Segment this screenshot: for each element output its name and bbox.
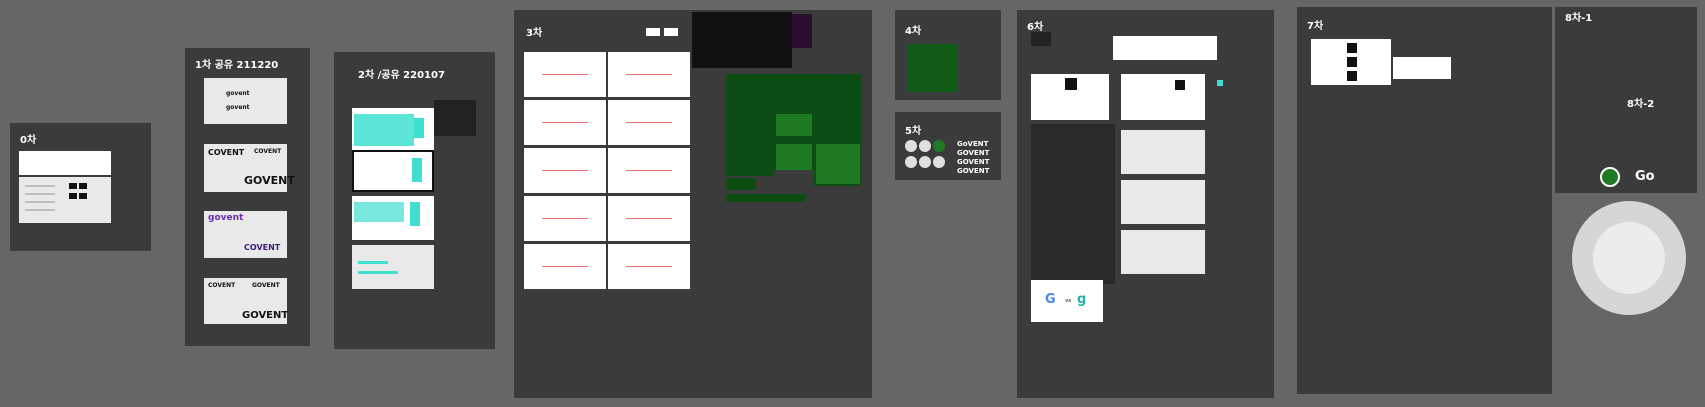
artboard[interactable] xyxy=(1121,180,1205,224)
flow-node[interactable] xyxy=(816,144,860,184)
code-panel[interactable] xyxy=(792,14,812,48)
frame-4[interactable]: 4차 xyxy=(895,10,1001,100)
notes-panel[interactable] xyxy=(434,100,476,136)
logo-text: GOVENT xyxy=(252,282,280,289)
logo-text: govent xyxy=(226,90,250,97)
artboard[interactable] xyxy=(352,196,434,240)
artboard[interactable] xyxy=(352,108,434,150)
frame-title: 7차 xyxy=(1307,21,1324,32)
logo-text: COVENT xyxy=(254,148,282,155)
g-circle-icon xyxy=(919,156,931,168)
icon-sheet[interactable] xyxy=(907,44,957,92)
artboard[interactable] xyxy=(19,177,111,223)
frame-7[interactable]: 7차 xyxy=(1297,7,1552,394)
frame-title: 3차 xyxy=(526,28,543,39)
logo-text: GOVENT xyxy=(957,149,990,157)
note[interactable] xyxy=(646,28,660,36)
artboard[interactable]: COVENT GOVENT GOVENT xyxy=(204,278,289,324)
g-circle-icon xyxy=(919,140,931,152)
g-circle-icon xyxy=(905,140,917,152)
artboard[interactable] xyxy=(1121,74,1205,120)
artboard[interactable] xyxy=(1031,74,1109,120)
frame-title: 4차 xyxy=(905,26,922,37)
green-circle-icon xyxy=(1600,167,1620,187)
frame-8[interactable]: 8차-1 8차-2 Go xyxy=(1555,7,1697,193)
frame-title: 8차-1 xyxy=(1565,13,1593,24)
artboard[interactable] xyxy=(1121,130,1205,174)
flow-node[interactable] xyxy=(776,114,812,136)
logo-text: govent xyxy=(208,213,244,223)
g-circle-icon xyxy=(933,140,945,152)
artboard[interactable] xyxy=(19,151,111,175)
frame-title: 1차 공유 211220 xyxy=(195,60,279,71)
artboard[interactable] xyxy=(352,245,434,289)
logo-text: COVENT xyxy=(244,243,281,252)
logo-text: COVENT xyxy=(208,282,236,289)
logo-text: GOVENT xyxy=(244,174,295,187)
google-g-icon: G xyxy=(1045,292,1056,307)
artboard[interactable] xyxy=(1311,39,1391,85)
g-circle-icon xyxy=(933,156,945,168)
ring-inner xyxy=(1593,222,1665,294)
artboard[interactable]: G vs g xyxy=(1031,280,1103,322)
logo-text: GoVENT xyxy=(957,140,989,148)
frame-0[interactable]: 0차 xyxy=(10,123,151,251)
artboard[interactable]: COVENT COVENT GOVENT xyxy=(204,144,295,192)
frame-6[interactable]: 6차 G vs g xyxy=(1017,10,1274,398)
frame-title: 5차 xyxy=(905,126,922,137)
code-panel[interactable] xyxy=(692,12,792,68)
flow-node[interactable] xyxy=(776,144,812,170)
artboard[interactable]: govent govent xyxy=(204,78,287,124)
frame-title: 0차 xyxy=(20,135,37,146)
flow-panel[interactable] xyxy=(726,178,756,190)
frame-1[interactable]: 1차 공유 211220 govent govent COVENT COVENT… xyxy=(185,48,310,346)
logo-text: GOVENT xyxy=(957,167,990,175)
artboard[interactable] xyxy=(1113,36,1217,60)
logo-text: GOVENT xyxy=(957,158,990,166)
govent-g-icon: g xyxy=(1077,292,1087,307)
artboard[interactable] xyxy=(352,150,434,192)
frame-title: 6차 xyxy=(1027,22,1044,33)
flow-panel[interactable] xyxy=(726,194,806,202)
artboard[interactable] xyxy=(1121,230,1205,274)
logo-text: govent xyxy=(226,104,250,111)
vs-label: vs xyxy=(1065,298,1072,304)
logo-text: COVENT xyxy=(208,148,245,157)
frame-title: 8차-2 xyxy=(1627,99,1655,110)
artboard[interactable]: govent COVENT xyxy=(204,211,287,258)
note[interactable] xyxy=(664,28,678,36)
component-panel[interactable] xyxy=(1031,124,1115,284)
artboard[interactable] xyxy=(1393,57,1451,79)
frame-5[interactable]: 5차 GoVENT GOVENT GOVENT GOVENT xyxy=(895,112,1001,180)
artboard[interactable] xyxy=(1031,32,1051,46)
flow-panel[interactable] xyxy=(726,74,774,176)
frame-title: 2차 /공유 220107 xyxy=(358,70,445,81)
logo-text: GOVENT xyxy=(242,310,289,321)
frame-3[interactable]: 3차 xyxy=(514,10,872,398)
g-circle-icon xyxy=(905,156,917,168)
badge[interactable] xyxy=(1217,80,1223,86)
go-logo: Go xyxy=(1635,169,1655,184)
frame-2[interactable]: 2차 /공유 220107 xyxy=(334,52,495,349)
